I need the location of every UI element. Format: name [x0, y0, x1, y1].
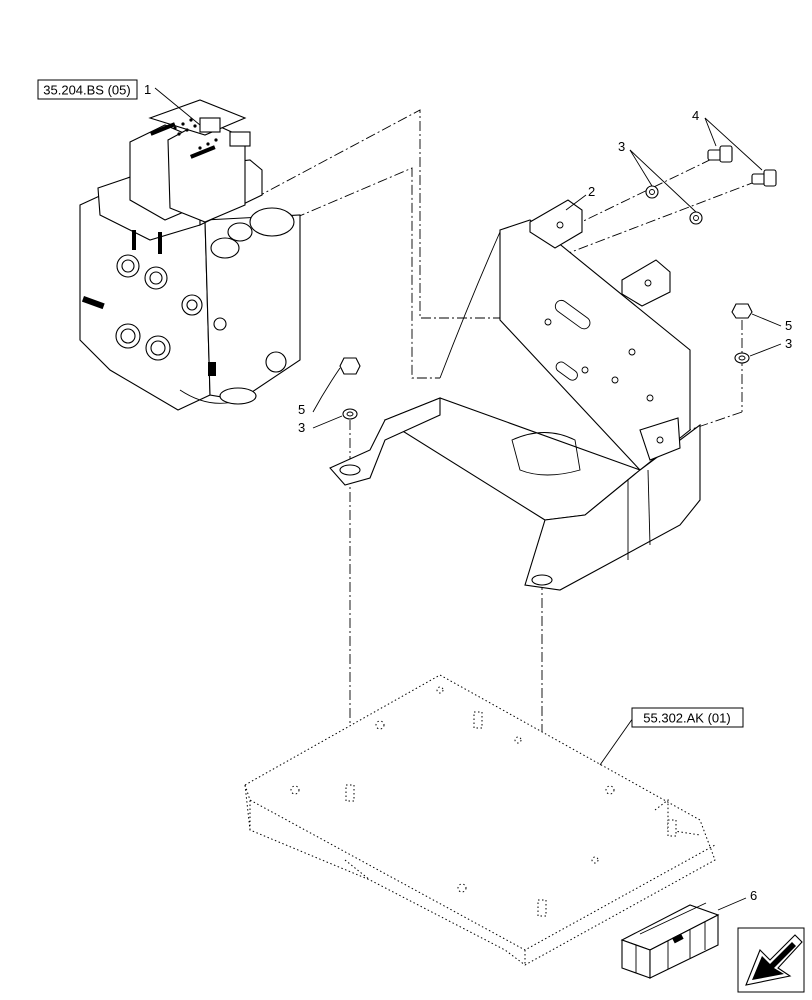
- hardware: [339, 145, 777, 420]
- screw-lower: [751, 169, 777, 187]
- callout-screw: 4: [692, 108, 699, 123]
- valve-ref-label[interactable]: 35.204.BS (05): [43, 83, 130, 98]
- valve-ref-box[interactable]: 35.204.BS (05): [37, 79, 138, 100]
- arrow-down-left-icon[interactable]: [737, 927, 805, 993]
- callout-bracket: 2: [588, 184, 595, 199]
- mounting-bracket: [329, 199, 701, 591]
- callout-nut-right: 5: [785, 318, 792, 333]
- callout-valve: 1: [144, 82, 151, 97]
- callout-washer-right: 3: [785, 336, 792, 351]
- control-valve: [79, 99, 301, 411]
- callout-nut-left: 5: [298, 402, 305, 417]
- packaging-crate-icon: [620, 902, 720, 979]
- frame-ref-label[interactable]: 55.302.AK (01): [643, 711, 730, 726]
- cab-frame-reference: [244, 674, 716, 966]
- leader-lines: [154, 87, 782, 911]
- frame-ref-box[interactable]: 55.302.AK (01): [631, 707, 744, 728]
- callout-kit: 6: [750, 888, 757, 903]
- callout-washer-left: 3: [298, 420, 305, 435]
- screw-upper: [707, 145, 733, 163]
- callout-washer-top: 3: [618, 139, 625, 154]
